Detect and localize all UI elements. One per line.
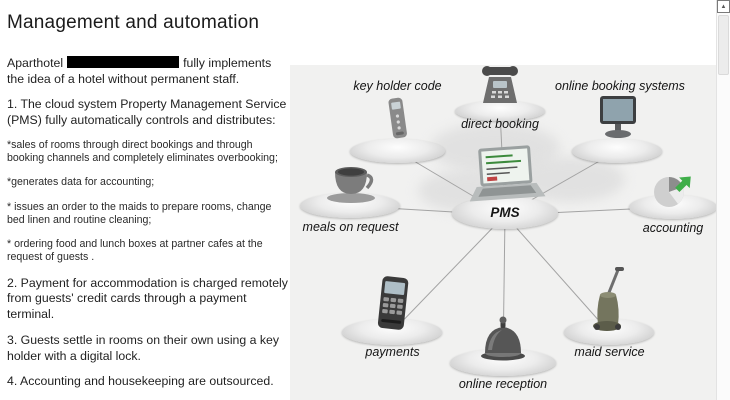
diagram-node-meals-on-request: meals on request	[298, 160, 403, 238]
diagram-node-pms-center: PMS	[450, 145, 560, 237]
scrollbar-thumb[interactable]	[718, 15, 729, 75]
node-label: meals on request	[302, 220, 399, 234]
paragraph-key-holder: 3. Guests settle in rooms on their own u…	[7, 332, 280, 363]
intro-text-before: Aparthotel	[7, 56, 64, 70]
intro-text-after: fully implements the idea of a hotel wit…	[7, 56, 272, 86]
phone-icon	[477, 65, 523, 107]
payment-terminal-icon	[372, 275, 414, 333]
diagram-node-accounting: accounting	[628, 165, 718, 237]
pie-chart-icon	[650, 165, 696, 211]
up-arrow-icon: ▲	[720, 3, 727, 10]
redacted-hotel-name	[67, 56, 180, 68]
node-platform	[452, 197, 558, 229]
node-label: key holder code	[353, 79, 442, 93]
diagram-node-online-reception: online reception	[448, 313, 558, 393]
scrollbar[interactable]: ▲	[716, 0, 730, 400]
scrollbar-up-button[interactable]: ▲	[717, 0, 730, 13]
paragraph-outsourcing: 4. Accounting and housekeeping are outso…	[7, 374, 274, 389]
node-platform	[572, 139, 662, 163]
diagram-node-key-holder-code: key holder code	[345, 79, 450, 165]
node-label: direct booking	[461, 117, 539, 131]
pms-diagram: key holder code	[290, 65, 717, 400]
key-holder-icon	[381, 95, 415, 145]
node-label: accounting	[642, 221, 704, 235]
node-label: maid service	[574, 345, 645, 359]
page-title: Management and automation	[7, 12, 260, 33]
node-platform	[455, 101, 545, 121]
diagram-node-online-booking-systems: online booking systems	[555, 79, 685, 165]
paragraph-pms-system: 1. The cloud system Property Management …	[7, 97, 287, 128]
vacuum-icon	[588, 265, 632, 333]
paragraph-payments: 2. Payment for accommodation is charged …	[7, 275, 288, 322]
node-label: online booking systems	[555, 79, 685, 93]
bullet-room-sales: *sales of rooms through direct bookings …	[7, 138, 278, 165]
bullet-food-orders: * ordering food and lunch boxes at partn…	[7, 238, 263, 264]
diagram-node-maid-service: maid service	[562, 265, 657, 359]
node-label: payments	[365, 345, 420, 359]
coffee-cup-icon	[325, 160, 377, 204]
monitor-icon	[598, 94, 638, 140]
node-label: online reception	[458, 377, 548, 391]
diagram-node-payments: payments	[340, 275, 445, 359]
bell-icon	[478, 313, 528, 361]
diagram-node-direct-booking: direct booking	[450, 65, 550, 137]
pms-label: PMS	[490, 205, 520, 220]
bullet-accounting-data: *generates data for accounting;	[7, 176, 155, 189]
node-platform	[350, 139, 445, 163]
laptop-icon	[462, 145, 548, 207]
bullet-maid-orders: * issues an order to the maids to prepar…	[7, 200, 272, 226]
